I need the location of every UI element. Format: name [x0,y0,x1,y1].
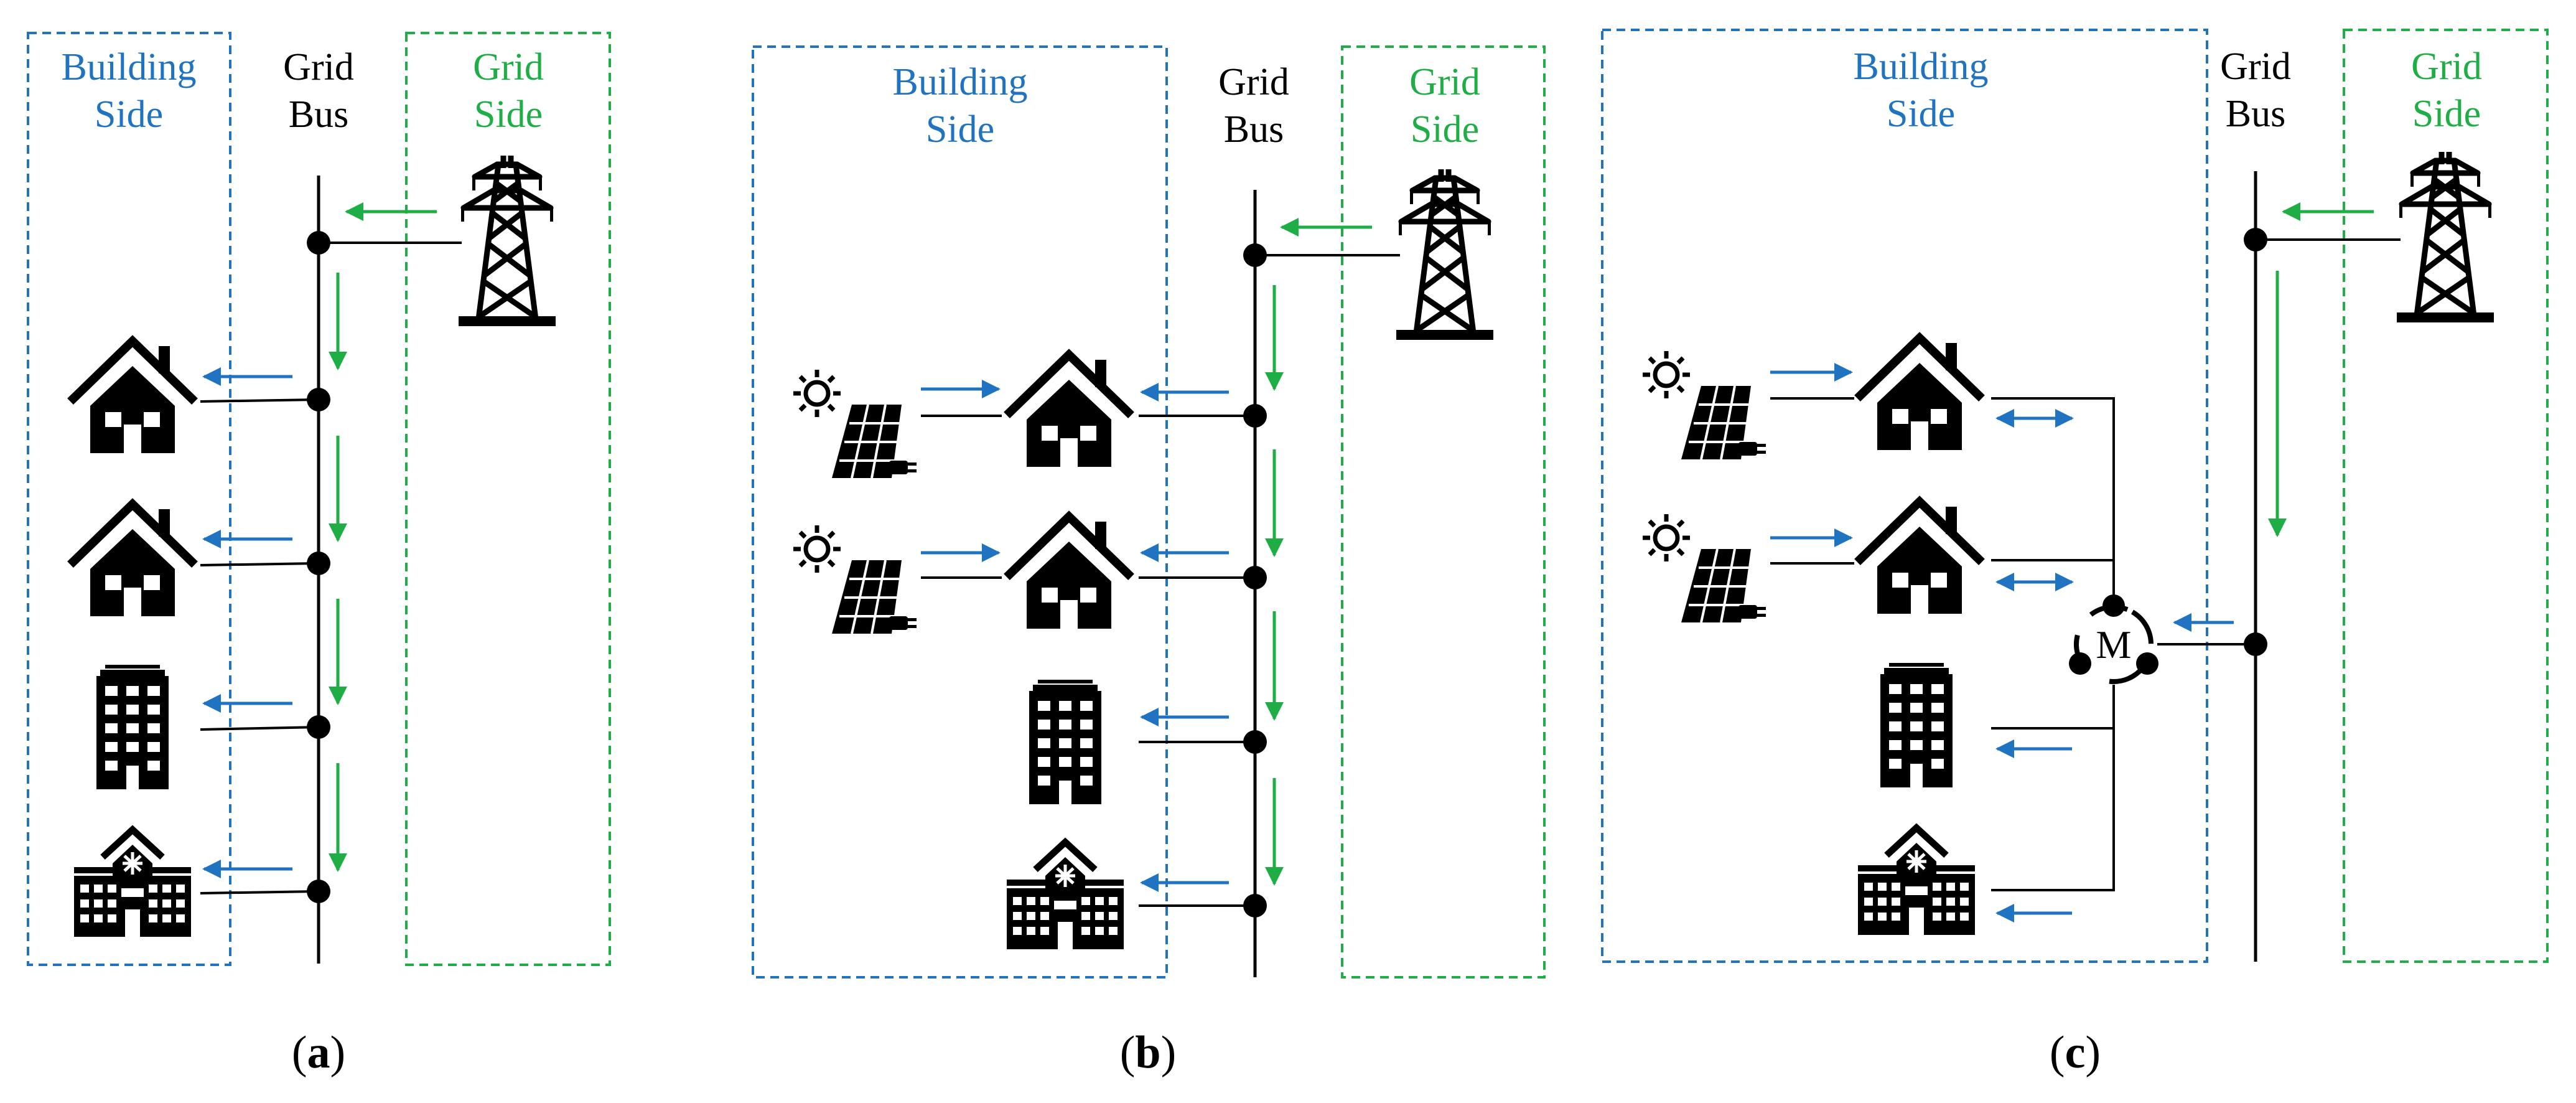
hospital-icon [1007,842,1124,949]
solar-panel-icon [793,525,917,634]
grid-bus-label: Bus [1224,108,1284,151]
grid-bus-label: Bus [2226,93,2285,135]
hospital-connection [200,890,319,894]
grid-side-label: Side [2412,93,2481,135]
building-side-box [1601,29,2208,963]
house-icon [70,341,195,453]
office-building-icon [1880,663,1953,787]
grid-side-label: Side [474,93,543,136]
building-side-box [27,32,231,966]
grid-side-label: Grid [473,46,544,88]
office-connection [200,726,319,731]
solar-panel-icon [1643,351,1766,459]
bus-node [307,880,330,903]
house-connection [200,398,319,403]
microgrid-controller-icon [2069,594,2158,684]
building-side-box [752,45,1168,979]
grid-side-label: Side [1411,108,1479,151]
bus-node [307,231,330,255]
building-side-label: Building [61,46,196,88]
hospital-icon [74,830,191,937]
controller-bracket [1991,685,2115,730]
building-side-label: Side [1887,93,1955,135]
house-icon [70,504,195,616]
grid-side-box [405,32,611,966]
grid-bus-label: Grid [283,46,354,88]
hospital-icon [1858,828,1975,935]
grid-side-box [1341,45,1546,979]
controller-label: M [2096,622,2132,667]
controller-bracket [1991,685,2115,891]
bus-node [307,388,330,411]
solar-panel-icon [1643,514,1766,622]
solar-panel-icon [793,370,917,478]
controller-bracket [1991,397,2115,599]
grid-bus-label: Grid [2220,45,2291,88]
building-side-label: Side [926,108,994,151]
caption-b: (b) [1120,1027,1176,1078]
bus-node [2244,228,2267,251]
panel-b: Building Side Grid Bus Grid Side [752,45,1546,1078]
house-icon [1857,502,1982,614]
grid-side-label: Grid [1409,61,1480,103]
grid-side-label: Grid [2411,45,2482,88]
caption-c: (c) [2050,1027,2101,1078]
office-building-icon [1029,680,1101,804]
house-connection [200,562,319,566]
house-icon [1857,338,1982,450]
panel-c: Building Side Grid Bus Grid Side M [1601,29,2549,1078]
transmission-tower-icon [1396,169,1493,340]
transmission-tower-icon [459,156,556,326]
building-side-label: Building [1853,45,1988,88]
building-side-label: Side [95,93,163,136]
house-icon [1007,355,1131,467]
office-building-icon [96,665,169,789]
grid-bus-label: Bus [289,93,348,136]
grid-side-box [2343,29,2549,963]
house-icon [1007,517,1131,629]
bus-node [1243,243,1267,267]
transmission-tower-icon [2397,152,2494,322]
caption-a: (a) [292,1027,345,1078]
panel-a: Building Side Grid Bus Grid Side (a) [27,32,611,1078]
bus-node [307,552,330,575]
grid-bus-label: Grid [1218,61,1289,103]
building-side-label: Building [892,61,1027,103]
